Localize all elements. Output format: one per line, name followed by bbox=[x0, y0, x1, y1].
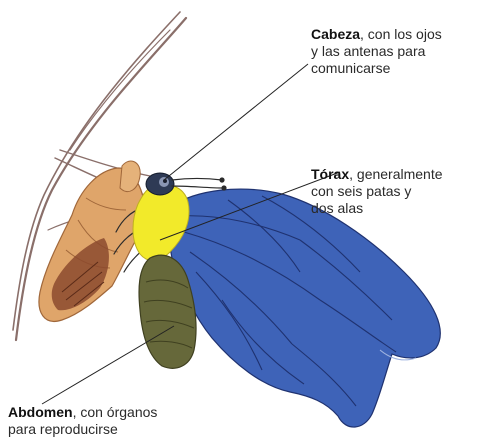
wing bbox=[168, 189, 440, 427]
head-label: Cabeza, con los ojos y las antenas para … bbox=[311, 26, 442, 77]
antennae bbox=[172, 178, 226, 190]
thorax-label-line2: con seis patas y bbox=[311, 183, 443, 200]
head-leader-line bbox=[164, 64, 308, 180]
thorax-label-line3: dos alas bbox=[311, 200, 443, 217]
thorax-label: Tórax, generalmente con seis patas y dos… bbox=[311, 166, 443, 217]
abdomen-leader-line bbox=[42, 326, 174, 404]
thorax-description-1: , generalmente bbox=[349, 166, 442, 182]
abdomen-label-line2: para reproducirse bbox=[8, 421, 157, 438]
head-label-line3: comunicarse bbox=[311, 60, 442, 77]
head-term: Cabeza bbox=[311, 26, 360, 42]
head-label-line1: Cabeza, con los ojos bbox=[311, 26, 442, 43]
abdomen-label: Abdomen, con órganos para reproducirse bbox=[8, 404, 157, 438]
abdomen-label-line1: Abdomen, con órganos bbox=[8, 404, 157, 421]
head-label-line2: y las antenas para bbox=[311, 43, 442, 60]
abdomen-term: Abdomen bbox=[8, 404, 73, 420]
head-description-1: , con los ojos bbox=[360, 26, 442, 42]
abdomen-description-1: , con órganos bbox=[73, 404, 158, 420]
thorax-term: Tórax bbox=[311, 166, 349, 182]
head bbox=[146, 173, 174, 195]
thorax-label-line1: Tórax, generalmente bbox=[311, 166, 443, 183]
